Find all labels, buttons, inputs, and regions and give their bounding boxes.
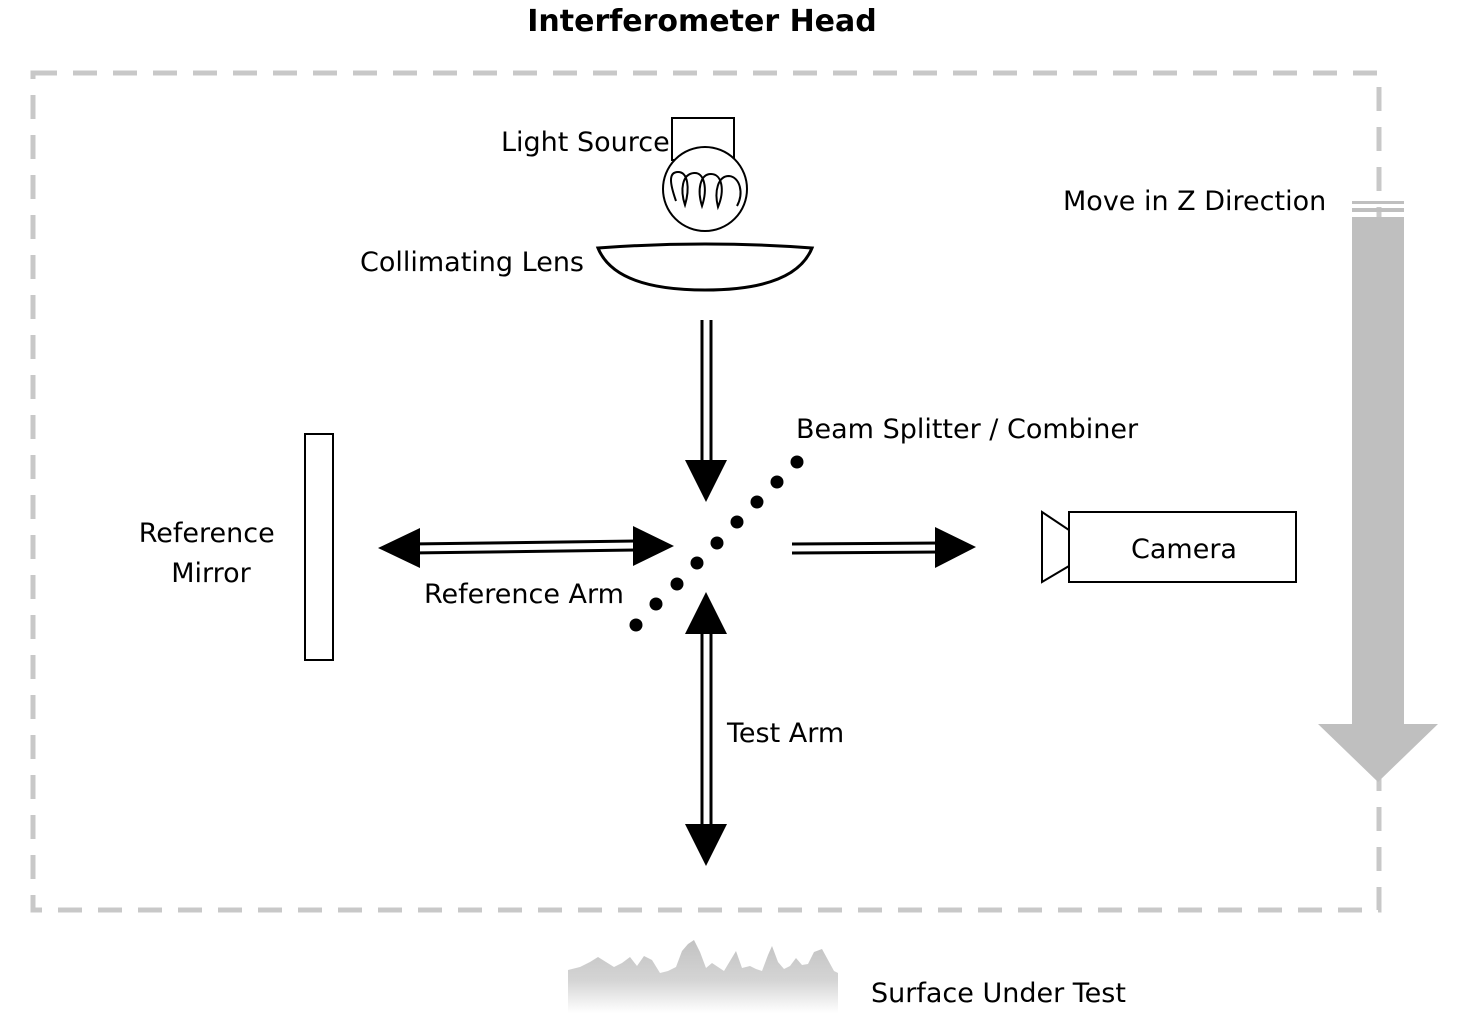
light-source-label: Light Source	[501, 127, 670, 158]
z-motion-arrow	[1318, 201, 1438, 782]
surface-under-test	[568, 940, 838, 1013]
reference-mirror-label-line2: Mirror	[171, 558, 251, 589]
test-arm-arrow	[685, 592, 727, 866]
reference-arm-arrow	[378, 526, 674, 568]
beam-splitter	[629, 455, 804, 632]
camera-lens	[1041, 510, 1070, 584]
reference-mirror-label-line1: Reference	[139, 518, 275, 549]
collimating-lens	[595, 242, 815, 292]
reference-mirror	[304, 433, 334, 661]
light-source	[662, 117, 748, 232]
test-arm-label: Test Arm	[726, 718, 844, 749]
output-beam-arrow	[791, 527, 976, 568]
collimating-lens-label: Collimating Lens	[360, 247, 584, 278]
camera-body	[1068, 511, 1297, 583]
incident-beam-arrow	[685, 320, 727, 502]
reference-arm-label: Reference Arm	[424, 579, 624, 610]
bulb-filament	[670, 170, 742, 211]
surface-label: Surface Under Test	[871, 978, 1126, 1009]
diagram-title: Interferometer Head	[527, 4, 877, 39]
camera-label: Camera	[1131, 534, 1237, 565]
camera	[1041, 510, 1297, 584]
reference-mirror-label: Reference Mirror	[139, 518, 284, 589]
beam-splitter-label: Beam Splitter / Combiner	[796, 414, 1139, 445]
move-z-label: Move in Z Direction	[1063, 186, 1326, 217]
